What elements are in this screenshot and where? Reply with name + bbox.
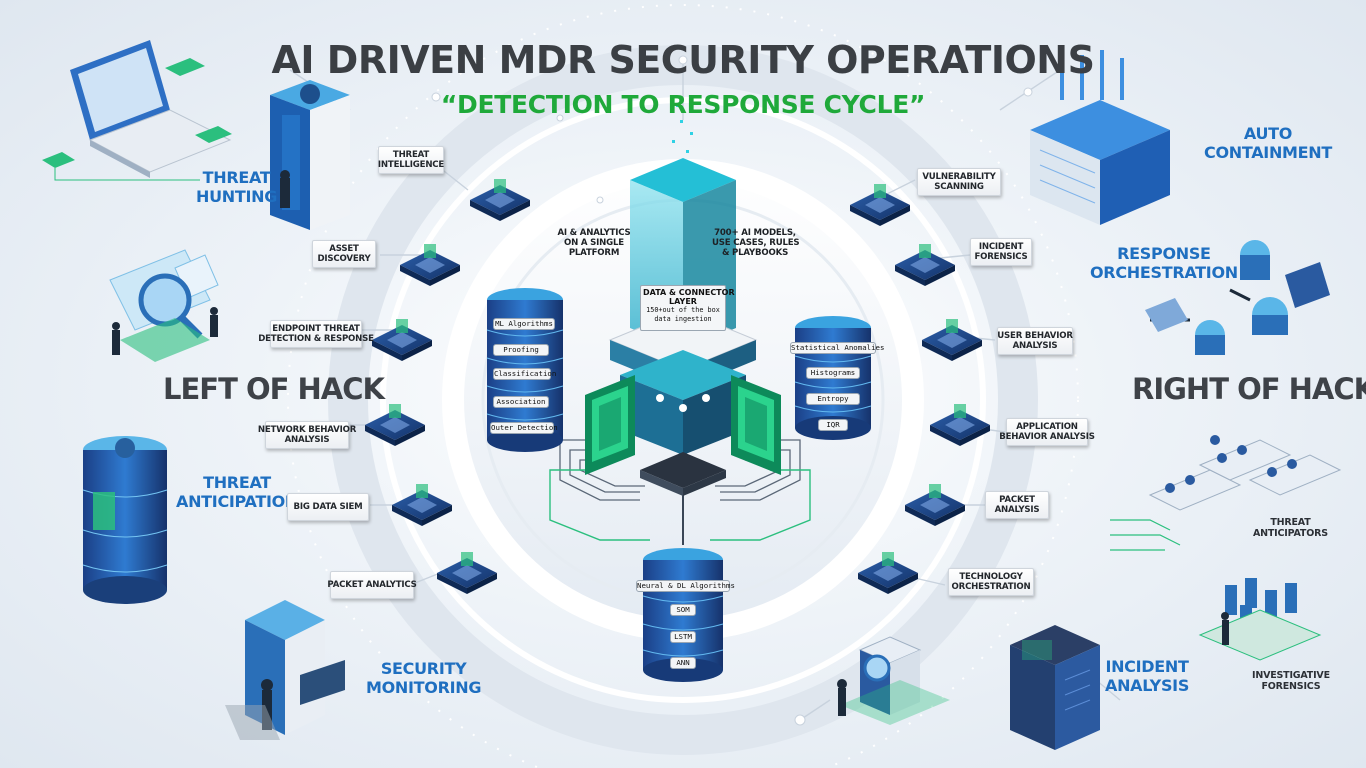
server-tower-illustration — [270, 80, 350, 230]
investigative-forensics-label: INVESTIGATIVE FORENSICS — [1252, 670, 1330, 692]
left-of-hack-label: LEFT OF HACK — [163, 372, 385, 406]
right-of-hack-label: RIGHT OF HACK — [1132, 372, 1366, 406]
stat-stack-item: Histograms — [806, 367, 860, 379]
forensics-servers-illustration — [1198, 578, 1322, 661]
tag-incident-forensics: INCIDENT FORENSICS — [970, 238, 1032, 266]
analysts-desks-illustration — [1110, 435, 1342, 551]
laptop-illustration — [42, 40, 232, 181]
data-layer-title: DATA & CONNECTOR LAYER — [643, 288, 735, 306]
neural-stack-item: Neural & DL Algorithms — [636, 580, 735, 592]
cylinder-server-illustration — [82, 436, 168, 604]
scanner-kiosk-illustration — [837, 636, 950, 725]
ml-stack-item: Outer Detection — [490, 422, 558, 434]
tag-application-behavior-analysis: APPLICATION BEHAVIOR ANALYSIS — [999, 418, 1095, 446]
models-text: 700+ AI MODELS, USE CASES, RULES & PLAYB… — [712, 228, 800, 258]
incident-server-illustration — [1010, 625, 1100, 750]
neural-stack-item: ANN — [670, 657, 696, 669]
ml-stack-item: Classification — [493, 368, 557, 380]
tag-asset-discovery: ASSET DISCOVERY — [312, 240, 376, 268]
platform-text: AI & ANALYTICS ON A SINGLE PLATFORM — [557, 228, 631, 258]
server-stack-illustration — [1030, 50, 1170, 225]
tag-packet-analysis: PACKET ANALYSIS — [985, 491, 1049, 519]
threat-anticipation-label: THREAT ANTICIPATION — [176, 473, 298, 511]
monitoring-server-illustration — [225, 600, 345, 740]
stat-stack-item: Statistical Anomalies — [790, 342, 885, 354]
data-connector-layer-box: DATA & CONNECTOR LAYER 150+out of the bo… — [640, 285, 735, 331]
tag-technology-orchestration: TECHNOLOGY ORCHESTRATION — [948, 568, 1034, 596]
tag-packet-analytics: PACKET ANALYTICS — [327, 571, 417, 599]
threat-anticipators-label: THREAT ANTICIPATORS — [1253, 517, 1328, 539]
ml-stack-item: Proofing — [493, 344, 549, 356]
incident-analysis-label: INCIDENT ANALYSIS — [1105, 657, 1190, 695]
ml-stack-item: ML Algorithms — [493, 318, 555, 330]
data-layer-subtitle: 150+out of the box data ingestion — [646, 306, 720, 323]
threat-hunting-label: THREAT HUNTING — [196, 168, 278, 206]
tag-big-data-siem: BIG DATA SIEM — [287, 493, 369, 521]
tag-network-behavior-analysis: NETWORK BEHAVIOR ANALYSIS — [258, 421, 356, 449]
orchestration-illustration — [1145, 240, 1330, 355]
neural-stack-item: LSTM — [670, 631, 696, 643]
tag-threat-intelligence: THREAT INTELLIGENCE — [378, 146, 444, 174]
tag-user-behavior-analysis: USER BEHAVIOR ANALYSIS — [997, 327, 1073, 355]
neural-stack-item: SOM — [670, 604, 696, 616]
stat-stack-item: IQR — [818, 419, 848, 431]
security-monitoring-label: SECURITY MONITORING — [366, 659, 482, 697]
tag-endpoint-threat-detection: ENDPOINT THREAT DETECTION & RESPONSE — [258, 320, 374, 348]
tag-vulnerability-scanning: VULNERABILITY SCANNING — [917, 168, 1001, 196]
stat-stack-item: Entropy — [806, 393, 860, 405]
response-orchestration-label: RESPONSE ORCHESTRATION — [1090, 244, 1238, 282]
capability-chips — [365, 179, 990, 594]
magnifier-scene-illustration — [109, 249, 219, 362]
auto-containment-label: AUTO CONTAINMENT — [1204, 124, 1332, 162]
page-title: AI DRIVEN MDR SECURITY OPERATIONS — [271, 38, 1095, 82]
ml-stack-item: Association — [493, 396, 549, 408]
page-subtitle: “DETECTION TO RESPONSE CYCLE” — [440, 90, 926, 119]
